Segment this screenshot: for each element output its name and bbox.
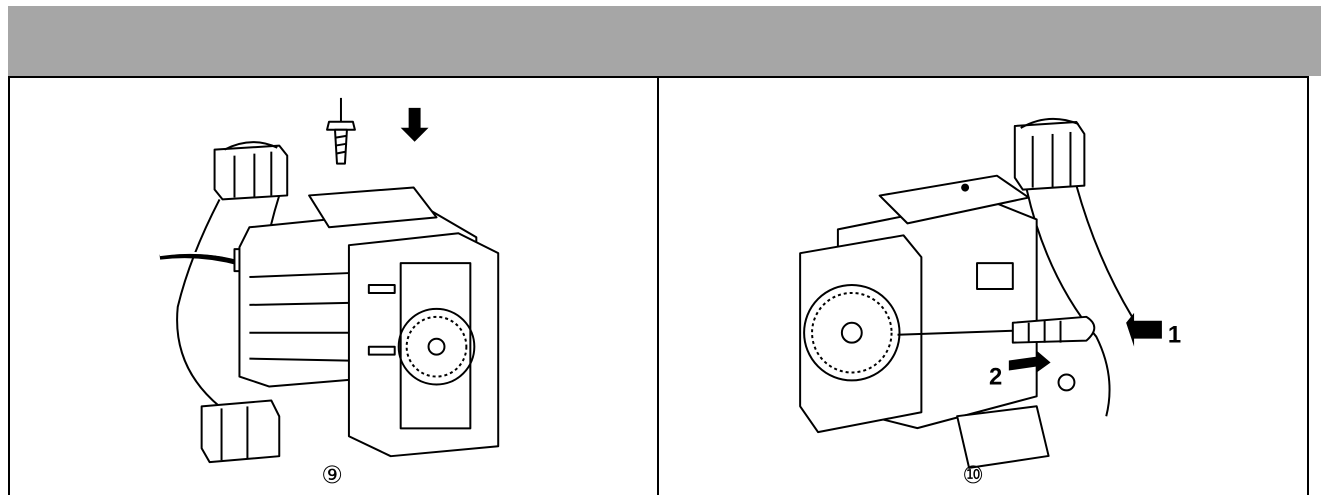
- step-number-10: ⑩: [962, 461, 984, 489]
- screwdriver-removal-illustration: 1 2: [799, 117, 1181, 469]
- pump-mounting-illustration: [159, 97, 500, 464]
- step-9-panel: ⑨: [8, 76, 658, 495]
- step-number-9: ⑨: [321, 461, 343, 489]
- arrow-label-2: 2: [989, 363, 1002, 390]
- arrow-label-1: 1: [1168, 322, 1181, 349]
- step-10-panel: 1 2 ⑩: [657, 76, 1309, 495]
- header-band: [8, 6, 1321, 76]
